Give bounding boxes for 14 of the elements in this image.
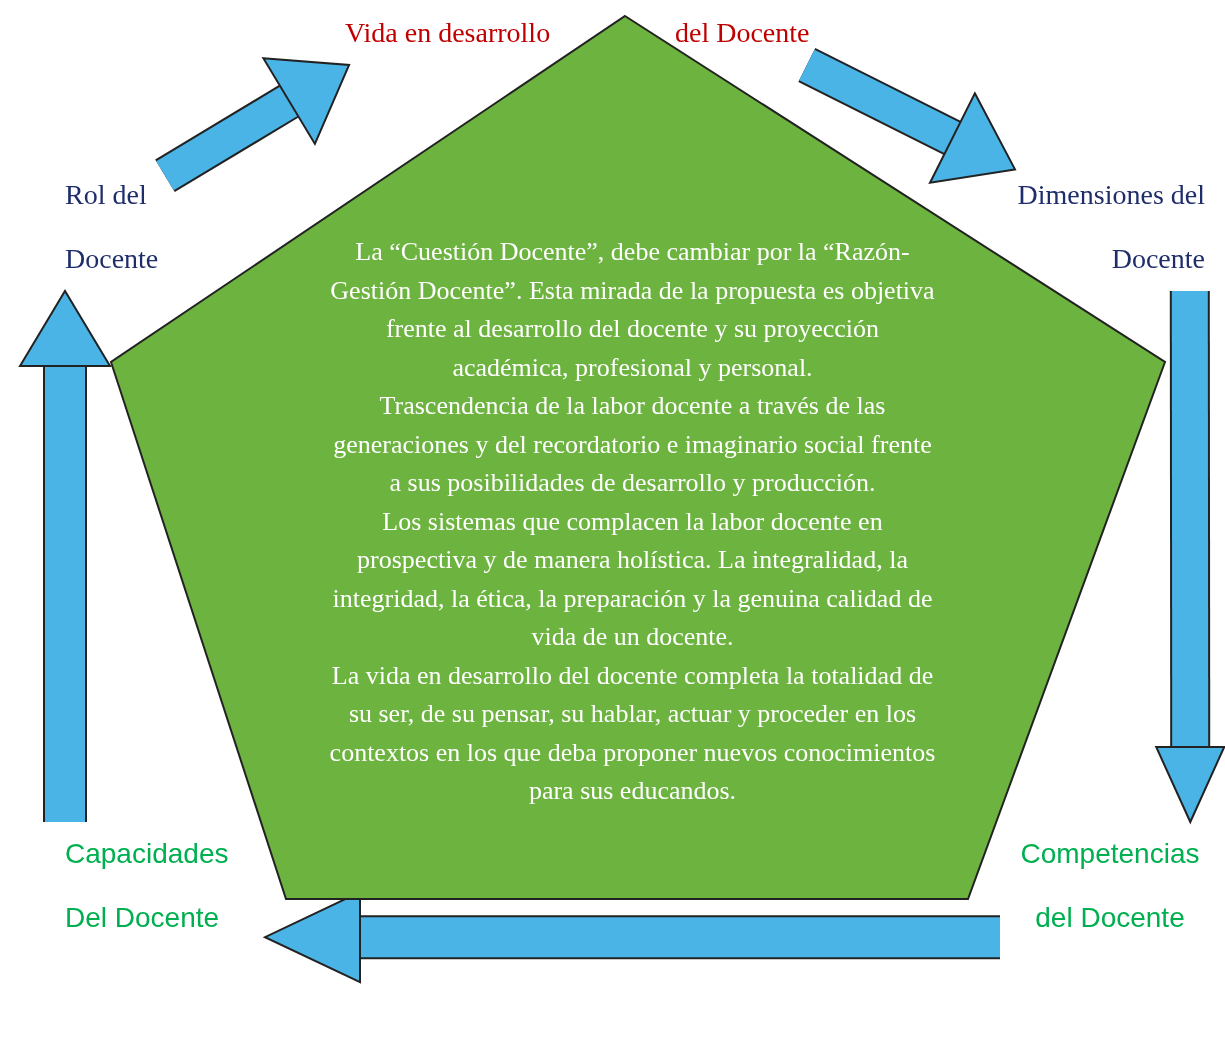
cycle-label: Competencias del Docente (1000, 822, 1220, 950)
body-paragraph: Los sistemas que complacen la labor docente en prospectiva y de manera holística. La integralidad, la integridad, la ética, la preparación y la genuina calidad de vida de un docente. (331, 505, 934, 653)
cycle-label: Rol del Docente (65, 163, 165, 291)
cycle-label: del Docente (675, 16, 810, 50)
block-arrow (798, 48, 1016, 184)
cycle-label: Vida en desarrollo (345, 16, 551, 50)
cycle-label: Dimensiones del Docente (1015, 163, 1205, 291)
body-paragraph: La vida en desarrollo del docente completa la totalidad de su ser, de su pensar, su hablar, actuar y proceder en los contextos en los que deba proponer nuevos conocimientos para sus educandos. (328, 659, 937, 807)
cycle-label: Capacidades Del Docente (65, 822, 265, 950)
block-arrow (1155, 291, 1225, 823)
body-paragraph: La “Cuestión Docente”, debe cambiar por la “Razón-Gestión Docente”. Esta mirada de la propuesta es objetiva frente al desarrollo del docente y su proyección académica, profesional y personal. (329, 236, 936, 384)
body-paragraph: Trascendencia de la labor docente a través de las generaciones y del recordatorio e imaginario social frente a sus posibilidades de desarrollo y producción. (332, 390, 933, 499)
block-arrow (155, 57, 351, 193)
block-arrow (19, 290, 111, 822)
